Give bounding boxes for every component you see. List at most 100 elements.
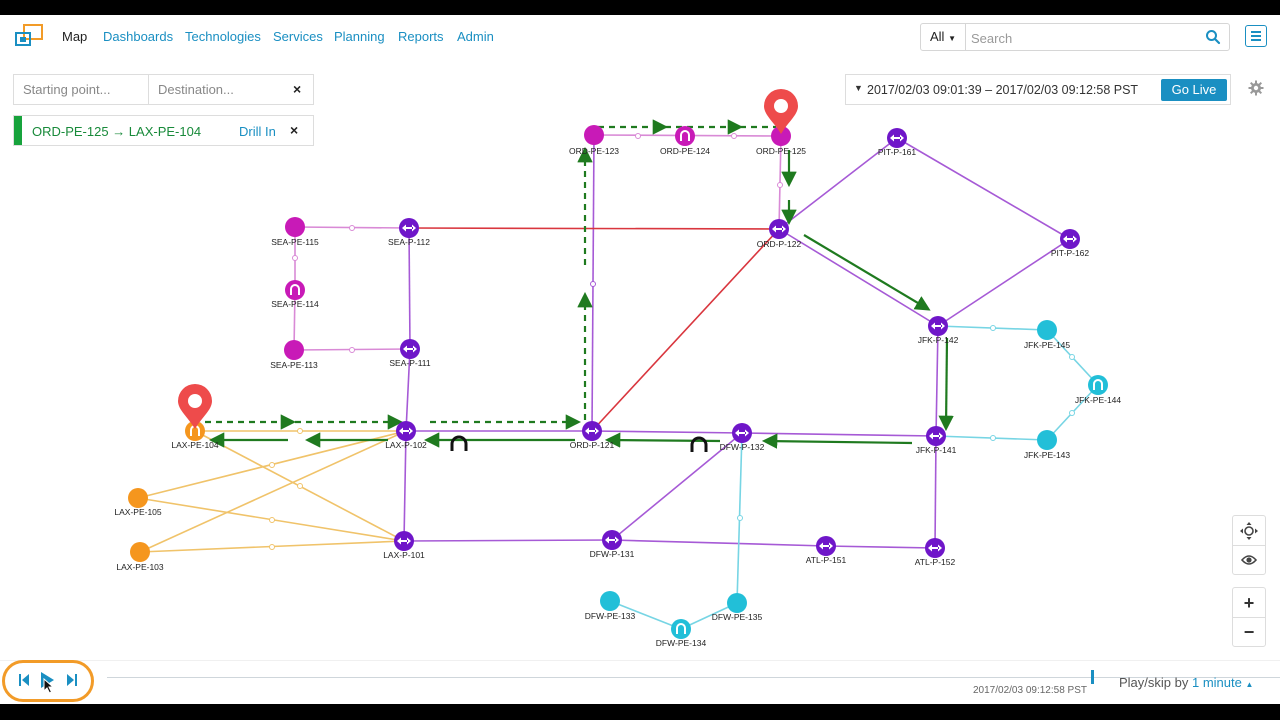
drill-in-link[interactable]: Drill In <box>239 124 276 139</box>
node-dfw-p-132 <box>732 423 752 443</box>
node-label: SEA-PE-114 <box>271 299 319 309</box>
node-label: LAX-PE-103 <box>116 562 164 572</box>
network-nodes <box>128 89 1108 639</box>
starting-point-input[interactable] <box>14 75 148 104</box>
node-label: JFK-PE-144 <box>1075 395 1122 405</box>
time-range-text[interactable]: 2017/02/03 09:01:39 – 2017/02/03 09:12:5… <box>867 83 1139 97</box>
node-sea-p-111 <box>400 339 420 359</box>
timeline-track[interactable] <box>107 677 1280 678</box>
map-view-tools <box>1232 515 1266 575</box>
nav-dashboards[interactable]: Dashboards <box>103 29 174 44</box>
node-label: DFW-P-131 <box>590 549 635 559</box>
destination-input[interactable] <box>149 75 284 104</box>
timeline-timestamp: 2017/02/03 09:12:58 PST <box>973 685 1087 696</box>
node-label: LAX-PE-104 <box>171 440 219 450</box>
route-path <box>205 119 954 449</box>
node-label: ORD-P-121 <box>570 440 615 450</box>
nav-map[interactable]: Map <box>62 29 88 44</box>
skip-back-icon[interactable] <box>18 673 30 687</box>
node-label: ATL-P-151 <box>806 555 847 565</box>
node-label: LAX-PE-105 <box>114 507 162 517</box>
path-search-box: × <box>13 74 314 105</box>
node-label: SEA-P-112 <box>388 237 430 247</box>
node-lax-p-101 <box>394 531 414 551</box>
search-scope-dropdown[interactable]: All ▼ <box>921 24 966 50</box>
route-label: ORD-PE-125 → LAX-PE-104 <box>32 124 202 139</box>
caret-down-icon[interactable]: ▼ <box>854 83 863 93</box>
node-sea-pe-113 <box>284 340 304 360</box>
node-label: PIT-P-162 <box>1051 248 1090 258</box>
close-route-icon[interactable]: × <box>290 122 299 138</box>
tool-divider <box>1233 617 1265 618</box>
node-ord-pe-125 <box>771 126 791 146</box>
node-ord-pe-124 <box>675 126 695 146</box>
top-navbar: Map Dashboards Technologies Services Pla… <box>0 15 1280 59</box>
node-label: SEA-PE-115 <box>271 237 319 247</box>
node-pit-p-162 <box>1060 229 1080 249</box>
clear-path-icon[interactable]: × <box>293 81 302 97</box>
node-dfw-p-131 <box>602 530 622 550</box>
node-label: DFW-PE-135 <box>712 612 763 622</box>
nav-technologies[interactable]: Technologies <box>185 29 261 44</box>
tunnel-markers <box>450 435 708 452</box>
eye-icon[interactable] <box>1233 546 1265 574</box>
gear-icon[interactable] <box>1248 80 1264 96</box>
node-jfk-p-141 <box>926 426 946 446</box>
hamburger-icon[interactable] <box>1245 25 1267 47</box>
plus-icon[interactable]: + <box>1243 593 1255 613</box>
minus-icon[interactable]: − <box>1243 622 1255 642</box>
search-icon[interactable] <box>1205 29 1221 45</box>
nav-services[interactable]: Services <box>273 29 323 44</box>
active-route-box: ORD-PE-125 → LAX-PE-104 Drill In × <box>13 115 314 146</box>
letterbox-bottom <box>0 704 1280 720</box>
timeline-cursor[interactable] <box>1091 670 1094 684</box>
node-lax-pe-103 <box>130 542 150 562</box>
zoom-controls: + − <box>1232 587 1266 647</box>
node-label: LAX-P-102 <box>385 440 427 450</box>
node-label: ORD-PE-124 <box>660 146 710 156</box>
skip-interval-dropdown[interactable]: 1 minute ▲ <box>1192 675 1253 690</box>
node-ord-p-121 <box>582 421 602 441</box>
node-label: LAX-P-101 <box>383 550 425 560</box>
map-pin-icon <box>178 384 212 429</box>
node-label: DFW-PE-134 <box>656 638 707 648</box>
node-label: DFW-P-132 <box>720 442 765 452</box>
tool-divider <box>1233 545 1265 546</box>
node-label: ORD-PE-125 <box>756 146 806 156</box>
go-live-button[interactable]: Go Live <box>1161 79 1227 101</box>
node-jfk-p-142 <box>928 316 948 336</box>
node-lax-pe-105 <box>128 488 148 508</box>
app-logo[interactable] <box>12 23 48 51</box>
nav-planning[interactable]: Planning <box>334 29 385 44</box>
node-jfk-pe-145 <box>1037 320 1057 340</box>
skip-forward-icon[interactable] <box>66 673 78 687</box>
node-dfw-pe-133 <box>600 591 620 611</box>
node-label: JFK-P-142 <box>918 335 959 345</box>
node-label: SEA-PE-113 <box>270 360 318 370</box>
crosshair-icon[interactable] <box>1233 517 1265 545</box>
playback-controls <box>2 660 94 702</box>
caret-up-icon: ▲ <box>1245 680 1254 689</box>
nav-reports[interactable]: Reports <box>398 29 444 44</box>
skip-label: Play/skip by <box>1119 675 1189 690</box>
path-divider <box>148 75 149 104</box>
mouse-cursor-icon <box>43 678 54 694</box>
node-label: ORD-P-122 <box>757 239 802 249</box>
search-input[interactable] <box>969 27 1193 49</box>
node-pit-p-161 <box>887 128 907 148</box>
node-lax-p-102 <box>396 421 416 441</box>
node-sea-p-112 <box>399 218 419 238</box>
node-ord-pe-123 <box>584 125 604 145</box>
node-jfk-pe-144 <box>1088 375 1108 395</box>
network-links <box>137 133 1099 630</box>
node-dfw-pe-135 <box>727 593 747 613</box>
node-label: ORD-PE-123 <box>569 146 619 156</box>
node-dfw-pe-134 <box>671 619 691 639</box>
node-label: JFK-P-141 <box>916 445 957 455</box>
nav-admin[interactable]: Admin <box>457 29 494 44</box>
node-atl-p-152 <box>925 538 945 558</box>
search-scope-value: All <box>930 29 945 44</box>
router-arrow-glyphs <box>397 134 1077 552</box>
time-range-box: ▼ 2017/02/03 09:01:39 – 2017/02/03 09:12… <box>845 74 1231 105</box>
